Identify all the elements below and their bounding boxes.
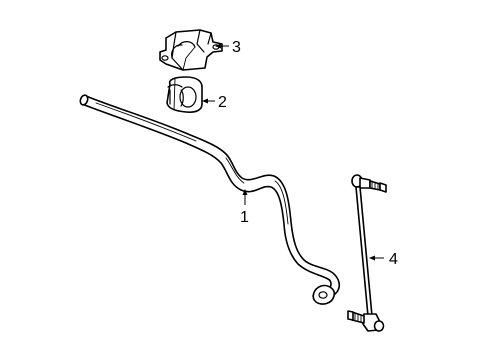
arrow-4 (369, 255, 375, 261)
callout-2-label: 2 (218, 94, 227, 111)
bushing-part (166, 76, 203, 113)
bracket-part (159, 29, 223, 71)
callout-1-label: 1 (240, 209, 249, 226)
callout-4-label: 4 (389, 251, 398, 268)
arrow-3 (215, 43, 221, 49)
callout-3-label: 3 (232, 39, 241, 56)
arrow-1 (242, 189, 248, 195)
arrow-2 (202, 98, 208, 104)
stabilizer-link-part (347, 174, 387, 332)
stabilizer-bar-part (79, 94, 341, 305)
